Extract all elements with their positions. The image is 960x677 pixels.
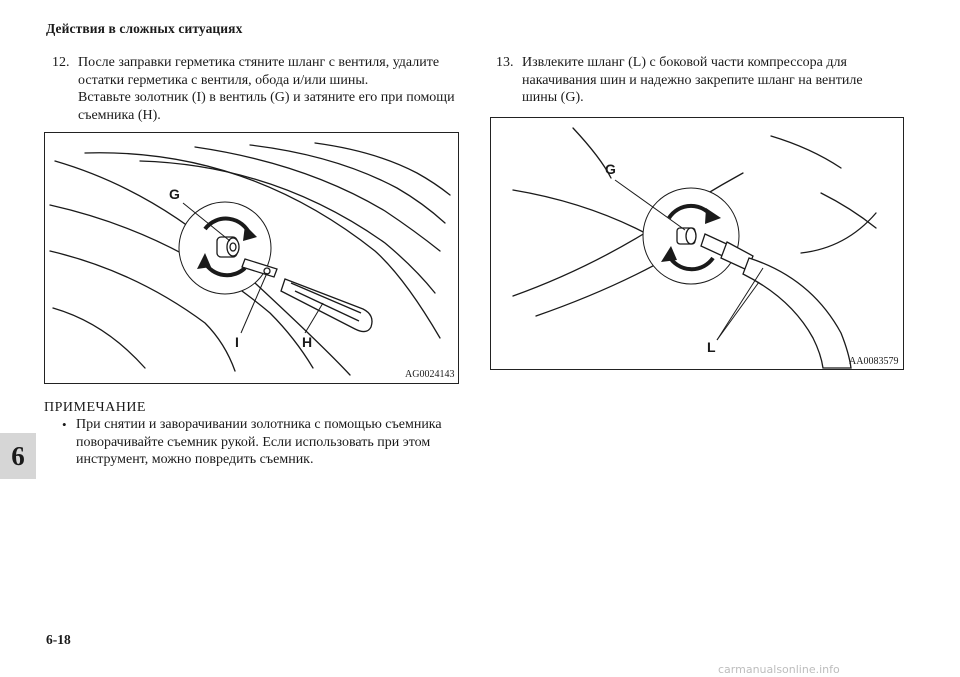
note-text-line: поворачивайте съемник рукой. Если исполь… [76, 434, 431, 450]
page-number: 6-18 [46, 632, 71, 647]
valve-core-illustration: G I H AG0024143 [44, 132, 459, 384]
bullet-icon: • [62, 417, 67, 432]
figure-code: AA0083579 [849, 356, 898, 367]
figure-code: AG0024143 [405, 369, 454, 380]
callout-l: L [707, 339, 716, 355]
valve-core-drawing: G I H AG0024143 [49, 142, 454, 380]
watermark: carmanualsonline.info [718, 663, 840, 676]
step-number: 13. [496, 55, 514, 70]
section-header: Действия в сложных ситуациях [46, 21, 243, 36]
step-text-line: Извлеките шланг (L) с боковой части комп… [522, 55, 847, 70]
callout-h: H [302, 334, 312, 350]
step-12: 12. После заправки герметика стяните шла… [52, 54, 472, 124]
note-text-line: инструмент, можно повредить съемник. [76, 452, 314, 467]
hose-connection-drawing: G L AA0083579 [512, 127, 898, 369]
step-text-line: накачивания шин и надежно закрепите шлан… [522, 72, 863, 88]
step-text-line: Вставьте золотник (I) в вентиль (G) и за… [78, 90, 455, 105]
note-text-line: При снятии и заворачивании золотника с п… [76, 417, 442, 432]
note-body: • При снятии и заворачивании золотника с… [62, 416, 462, 469]
note-title: ПРИМЕЧАНИЕ [44, 400, 146, 415]
callout-g: G [605, 161, 616, 177]
callout-g: G [169, 186, 180, 202]
callout-i: I [235, 334, 239, 350]
step-13: 13. Извлеките шланг (L) с боковой части … [496, 54, 916, 107]
section-tab-label: 6 [11, 441, 25, 471]
step-text-line: остатки герметика с вентиля, обода и/или… [78, 72, 369, 88]
section-tab: 6 [0, 433, 36, 479]
step-text-line: съемника (H). [78, 107, 161, 123]
hose-connection-illustration: G L AA0083579 [490, 117, 904, 370]
step-text-line: После заправки герметика стяните шланг с… [78, 55, 440, 70]
step-number: 12. [52, 55, 70, 70]
step-text-line: шины (G). [522, 90, 584, 105]
